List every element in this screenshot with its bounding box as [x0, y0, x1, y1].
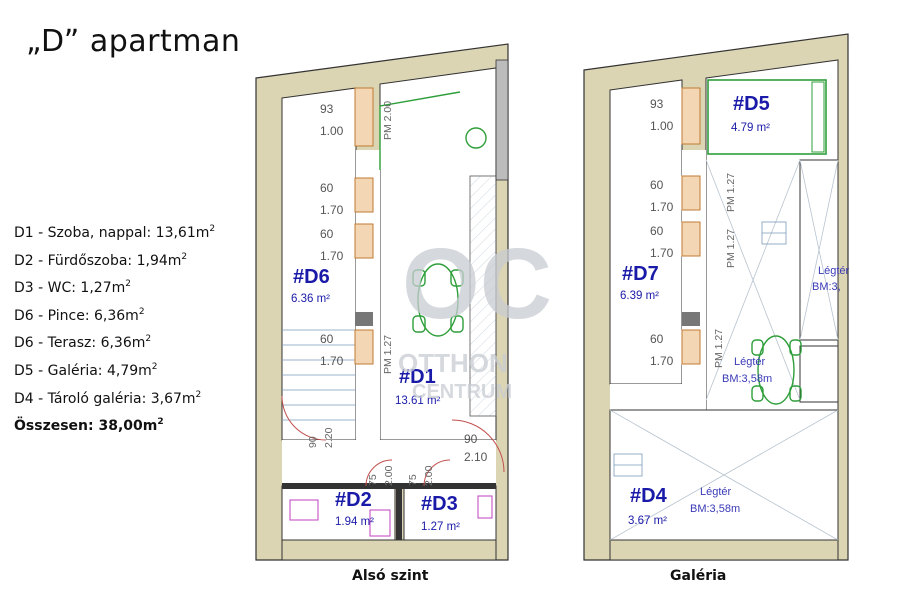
gallery-furniture-below: [751, 335, 802, 405]
lower-door-1-height: 2.20: [323, 427, 335, 448]
legend-item-d1: D1 - Szoba, nappal: 13,61m2: [14, 224, 216, 241]
room-d1-code: #D1: [399, 366, 436, 388]
gallery-stair-marks: [613, 221, 787, 477]
lower-door-1-width: 90: [307, 436, 319, 448]
room-d7-code: #D7: [622, 263, 659, 285]
room-d1-area: 13.61 m²: [395, 395, 441, 407]
room-d5-code: #D5: [733, 93, 770, 115]
room-d5-area: 4.79 m²: [731, 122, 770, 134]
gallery-airspace-cross: [609, 159, 839, 541]
watermark-line1: OTTHON: [398, 348, 508, 378]
legend-item-d5: D5 - Galéria: 4,79m2: [14, 361, 158, 379]
page-title: „D” apartman: [26, 24, 241, 59]
gallery-window-3-width: 60: [650, 224, 664, 238]
lower-dining-furniture: [379, 91, 487, 337]
lower-door-3-width: 75: [407, 474, 419, 486]
gallery-window-2-width: 60: [650, 178, 664, 192]
lower-window-2-height: 1.70: [320, 203, 344, 217]
lower-door-2-height: 2.00: [383, 465, 395, 486]
watermark-oc-text: OC: [402, 228, 552, 340]
room-d6-area: 6.36 m²: [291, 293, 330, 305]
gallery-pm-label-1: PM 1.27: [725, 173, 737, 212]
gallery-window-1-width: 93: [650, 97, 664, 111]
legend-item-d4: D4 - Tároló galéria: 3,67m2: [14, 389, 202, 407]
room-d7-area: 6.39 m²: [620, 290, 659, 302]
room-d4-area: 3.67 m²: [628, 515, 667, 527]
lower-door-4-height: 2.10: [464, 450, 488, 464]
room-d4-code: #D4: [630, 485, 668, 507]
room-d5-outline: [707, 79, 827, 155]
watermark-line2: CENTRUM: [412, 381, 512, 403]
gallery-window-4-height: 1.70: [650, 354, 674, 368]
caption-lower-level: Alsó szint: [352, 568, 429, 584]
airspace-2-value: BM:3,58m: [722, 373, 772, 385]
gallery-pm-label-3: PM 1.27: [713, 329, 725, 368]
lower-window-3-width: 60: [320, 227, 334, 241]
lower-window-3-height: 1.70: [320, 249, 344, 263]
lower-level-plan: 93 1.00 60 1.70 60 1.70 60 1.70 PM 2.00 …: [255, 43, 509, 561]
room-d6-code: #D6: [293, 266, 330, 288]
lower-window-4-width: 60: [320, 332, 334, 346]
lower-door-3-height: 2.00: [423, 465, 435, 486]
lower-pm-label-2: PM 1.27: [382, 335, 394, 374]
room-d3-code: #D3: [421, 493, 458, 515]
lower-bath-fixtures: [289, 495, 493, 537]
airspace-2-title: Légtér: [734, 356, 766, 368]
room-d2-floor: [281, 485, 396, 541]
lower-window-4-height: 1.70: [320, 354, 344, 368]
lower-stairs: [282, 329, 356, 421]
lower-window-2-width: 60: [320, 181, 334, 195]
legend-item-d6-cellar: D6 - Pince: 6,36m2: [14, 306, 145, 324]
room-d2-area: 1.94 m²: [335, 516, 374, 528]
gallery-window-4-width: 60: [650, 332, 664, 346]
lower-window-1-height: 1.00: [320, 124, 344, 138]
area-legend: D1 - Szoba, nappal: 13,61m2 D2 - Fürdősz…: [14, 218, 215, 439]
airspace-3-title: Légtér: [700, 486, 732, 498]
lower-door-4-width: 90: [464, 432, 478, 446]
lower-pm-label-1: PM 2.00: [382, 101, 394, 140]
gallery-window-frames: [681, 87, 701, 365]
gallery-window-3-height: 1.70: [650, 246, 674, 260]
caption-gallery-level: Galéria: [670, 568, 727, 584]
gallery-pm-label-2: PM 1.27: [725, 229, 737, 268]
lower-interior: [281, 87, 357, 441]
legend-item-d2: D2 - Fürdőszoba: 1,94m2: [14, 251, 188, 269]
lower-door-2-width: 75: [367, 474, 379, 486]
lower-window-frames: [354, 87, 374, 365]
gallery-window-2-height: 1.70: [650, 200, 674, 214]
legend-total: Összesen: 38,00m2: [14, 417, 164, 435]
airspace-1-value: BM:3,: [812, 281, 841, 293]
lower-door-swings: [281, 395, 505, 487]
legend-item-d3: D3 - WC: 1,27m2: [14, 279, 131, 297]
lower-window-1-width: 93: [320, 102, 334, 116]
airspace-3-value: BM:3,58m: [690, 503, 740, 515]
watermark-logo: OC OTTHON CENTRUM: [398, 228, 552, 403]
lower-hatched-area: [469, 175, 497, 417]
legend-item-d6-terrace: D6 - Terasz: 6,36m2: [14, 334, 152, 352]
gallery-level-plan: 93 1.00 60 1.70 60 1.70 60 1.70 PM 1.27 …: [583, 33, 850, 561]
gallery-window-1-height: 1.00: [650, 119, 674, 133]
airspace-1-title: Légtér: [818, 265, 850, 277]
room-d2-code: #D2: [335, 489, 372, 511]
room-d3-area: 1.27 m²: [421, 521, 460, 533]
